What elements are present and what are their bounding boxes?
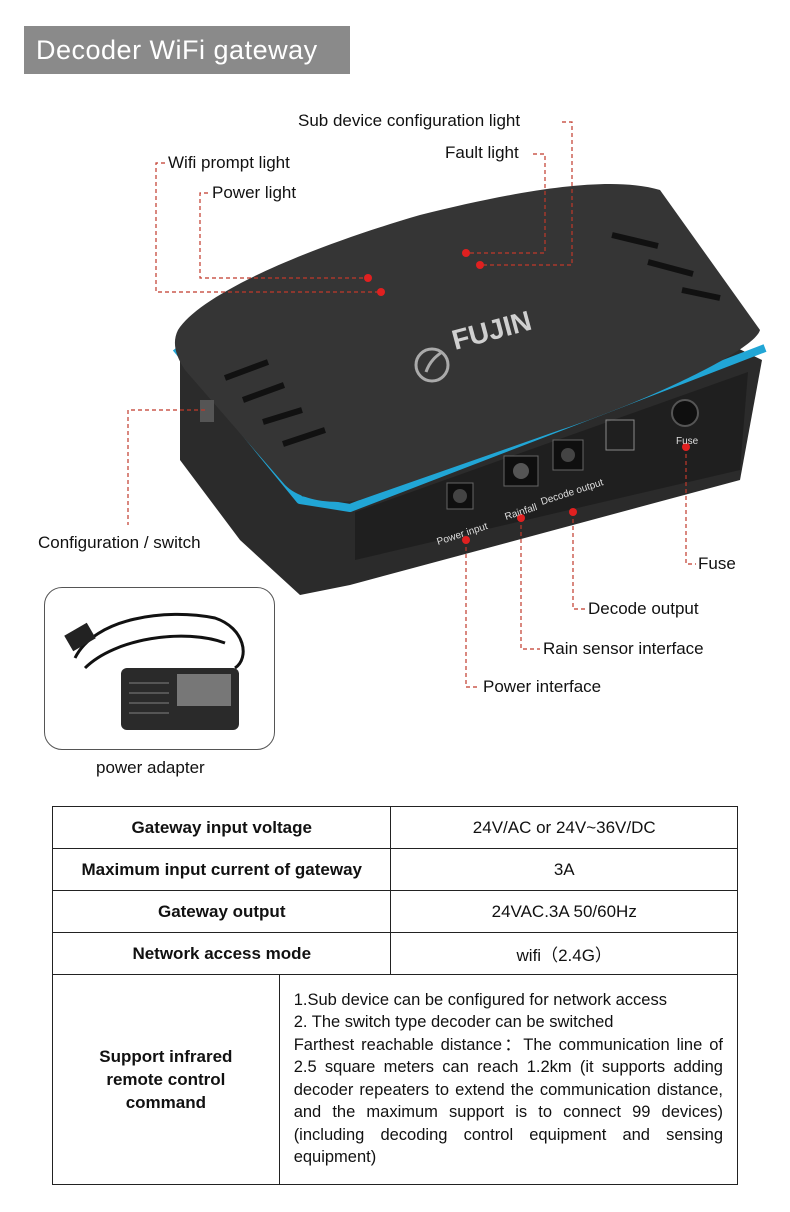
- spec-label: Gateway output: [51, 890, 392, 933]
- power-light-callout: Power light: [212, 183, 297, 202]
- spec-label: Gateway input voltage: [51, 806, 392, 849]
- spec-table: Gateway input voltage 24V/AC or 24V~36V/…: [51, 806, 739, 1185]
- device-lid: [174, 184, 760, 502]
- wifi-light-callout: Wifi prompt light: [168, 153, 290, 172]
- table-row: Gateway output 24VAC.3A 50/60Hz: [51, 890, 738, 933]
- table-row: Gateway input voltage 24V/AC or 24V~36V/…: [51, 806, 738, 849]
- spec-value: 24VAC.3A 50/60Hz: [390, 890, 738, 933]
- label-recess: [605, 419, 635, 451]
- spec-description: 1.Sub device can be configured for netwo…: [278, 974, 739, 1185]
- power-interface-callout: Power interface: [483, 677, 602, 696]
- adapter-caption: power adapter: [96, 758, 205, 777]
- adapter-image-frame: [44, 587, 275, 750]
- rain-sensor-callout: Rain sensor interface: [543, 639, 704, 658]
- leader-lines: [127, 121, 696, 688]
- vent-left: [223, 359, 326, 447]
- spec-value: 24V/AC or 24V~36V/DC: [390, 806, 738, 849]
- sub-device-light-callout: Sub device configuration light: [298, 111, 521, 130]
- table-row: Network access mode wifi（2.4G）: [51, 932, 738, 975]
- decode-output-callout: Decode output: [588, 599, 699, 618]
- spec-label-line: command: [125, 1093, 206, 1112]
- front-panel: [355, 372, 748, 560]
- table-row: Support infrared remote control command …: [52, 974, 739, 1185]
- spec-label-line: Support infrared: [99, 1047, 233, 1066]
- port-label-fuse: Fuse: [676, 436, 699, 447]
- spec-label: Maximum input current of gateway: [51, 848, 392, 891]
- spec-label-line: remote control: [106, 1070, 226, 1089]
- fault-light-callout: Fault light: [445, 143, 519, 162]
- brand-logo-icon: [414, 347, 450, 383]
- device-illustration: FUJIN Power input Rainfall Decode output…: [127, 121, 767, 688]
- spec-label: Network access mode: [51, 932, 392, 975]
- indicator-dots: [364, 249, 690, 544]
- spec-value: wifi（2.4G）: [390, 932, 738, 975]
- page-title: Decoder WiFi gateway: [24, 26, 350, 74]
- spec-value: 3A: [390, 848, 738, 891]
- vent-right: [611, 232, 721, 301]
- power-adapter-image: [64, 612, 245, 730]
- table-row: Maximum input current of gateway 3A: [51, 848, 738, 891]
- fuse-holder: [671, 399, 699, 427]
- spec-description-line: Farthest reachable distance：The communic…: [293, 1035, 723, 1167]
- spec-description-line: 1.Sub device can be configured for netwo…: [293, 990, 667, 1009]
- spec-description-line: 2. The switch type decoder can be switch…: [293, 1013, 614, 1031]
- config-switch: [200, 400, 214, 422]
- spec-label: Support infrared remote control command: [52, 974, 280, 1185]
- fuse-callout: Fuse: [698, 554, 736, 573]
- rainfall-port: [503, 455, 539, 487]
- config-switch-callout: Configuration / switch: [38, 533, 201, 552]
